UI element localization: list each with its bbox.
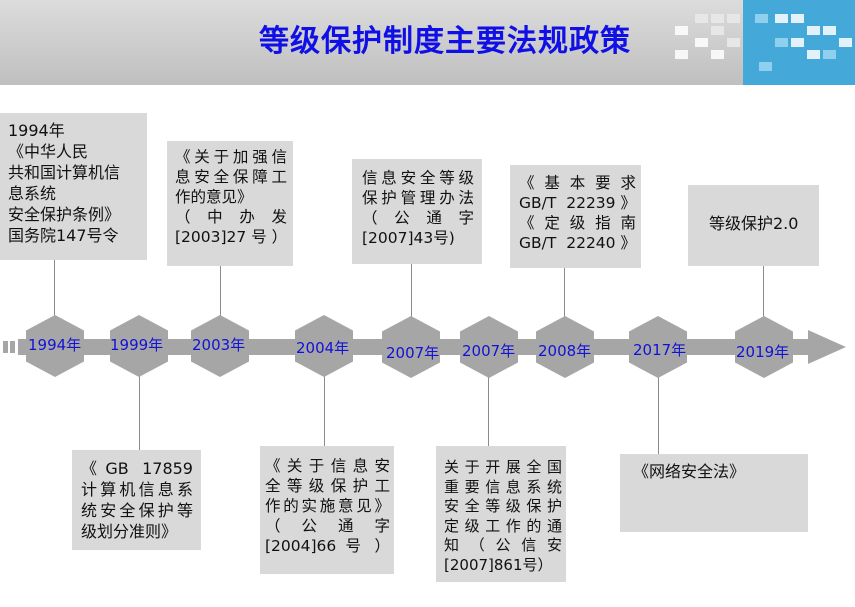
timeline-node-2008 (536, 316, 594, 378)
connector-1994 (54, 260, 55, 320)
milestone-box-1999: 《GB 17859 计算机信息系 统安全保护等 级划分准则》 (72, 450, 201, 550)
milestone-2004-line: [2004]66 号 ） (265, 537, 390, 555)
year-label-2007b: 2007年 (462, 342, 516, 360)
connector-2008 (564, 268, 565, 320)
page-title: 等级保护制度主要法规政策 (259, 24, 631, 59)
connector-1999 (139, 372, 140, 450)
timeline-node-1999 (110, 315, 168, 377)
milestone-2003-line: （ 中 办 发 (175, 208, 287, 226)
year-label-2008: 2008年 (538, 342, 592, 360)
milestone-box-2019: 等级保护2.0 (688, 185, 819, 266)
milestone-2007b-line: [2007]861号） (444, 555, 553, 574)
milestone-1994-line: 1994年 (8, 121, 65, 140)
milestone-2007b-line: 关于开展全国 (444, 458, 562, 476)
milestone-2008-line: GB/T 22240》 (519, 234, 636, 252)
timeline-node-2007b (460, 316, 518, 378)
milestone-1999-line: 统安全保护等 (81, 501, 193, 520)
connector-2017 (658, 374, 659, 454)
milestone-2003-line: 作的意见》 (175, 188, 253, 206)
timeline-node-2017 (629, 316, 687, 378)
milestone-2004-line: 作的实施意见》 (265, 497, 390, 515)
timeline-node-2003 (191, 315, 249, 377)
milestone-2019-line: 等级保护2.0 (709, 214, 799, 233)
milestone-box-2003: 《关于加强信 息安全保障工 作的意见》 （ 中 办 发 [2003]27 号 ） (167, 141, 293, 266)
header-banner: 等级保护制度主要法规政策 (0, 0, 855, 85)
milestone-box-2007a: 信息安全等级 保护管理办法 （ 公 通 字 [2007]43号) (352, 159, 482, 264)
connector-2007a (411, 264, 412, 320)
year-label-1994: 1994年 (28, 336, 82, 354)
milestone-1999-line: 级划分准则》 (81, 522, 178, 541)
milestone-2008-line: 《基本要求 (519, 174, 636, 192)
milestone-box-2017: 《网络安全法》 (620, 454, 808, 532)
timeline-node-2004 (295, 315, 353, 377)
connector-2004 (324, 374, 325, 446)
milestone-box-2007b: 关于开展全国 重要信息系统 安全等级保护 定级工作的通 知（公信安 [2007]… (436, 446, 566, 582)
milestone-2007a-line: [2007]43号) (362, 229, 455, 247)
milestone-2008-line: 《定级指南 (519, 214, 636, 232)
connector-2019 (763, 266, 764, 320)
milestone-2004-line: 全等级保护工 (265, 477, 390, 495)
milestone-1999-line: 计算机信息系 (81, 480, 193, 499)
milestone-2003-line: 《关于加强信 (175, 148, 287, 166)
connector-2003 (220, 266, 221, 318)
milestone-2007b-line: 定级工作的通 (444, 516, 562, 535)
milestone-1999-line: 《GB 17859 (81, 459, 193, 478)
milestone-2007b-line: 重要信息系统 (444, 477, 562, 496)
timeline-node-2007a (382, 316, 440, 378)
milestone-2007a-line: 保护管理办法 (362, 189, 474, 207)
milestone-1994-line: 《中华人民 (8, 142, 89, 161)
year-label-2007a: 2007年 (386, 344, 440, 362)
milestone-2004-line: 《关于信息安 (265, 457, 390, 475)
milestone-box-2004: 《关于信息安 全等级保护工 作的实施意见》 （ 公 通 字 [2004]66 号… (260, 446, 394, 574)
milestone-2003-line: 息安全保障工 (175, 168, 287, 186)
milestone-2004-line: （ 公 通 字 (265, 517, 390, 535)
milestone-2008-line: GB/T 22239》 (519, 194, 636, 212)
milestone-1994-line: 国务院147号令 (8, 226, 119, 245)
milestone-box-1994: 1994年 《中华人民 共和国计算机信 息系统 安全保护条例》 国务院147号令 (0, 113, 147, 260)
milestone-2007b-line: 安全等级保护 (444, 497, 562, 515)
year-label-2004: 2004年 (296, 339, 350, 357)
connector-2007b (488, 374, 489, 446)
timeline-node-2019 (735, 316, 793, 378)
header-decoration (655, 0, 855, 85)
year-label-2017: 2017年 (633, 341, 687, 359)
timeline-node-1994 (26, 315, 84, 377)
milestone-2007b-line: 知（公信安 (444, 536, 562, 554)
milestone-1994-line: 共和国计算机信 (8, 163, 121, 182)
milestone-1994-line: 安全保护条例》 (8, 205, 121, 224)
milestone-box-2008: 《基本要求 GB/T 22239》 《定级指南 GB/T 22240》 (510, 165, 641, 268)
milestone-2007a-line: 信息安全等级 (362, 169, 474, 187)
milestone-2007a-line: （ 公 通 字 (362, 209, 474, 227)
milestone-1994-line: 息系统 (8, 184, 57, 203)
year-label-2019: 2019年 (736, 343, 790, 361)
year-label-1999: 1999年 (110, 336, 164, 354)
milestone-2003-line: [2003]27 号 ） (175, 228, 288, 246)
milestone-2017-line: 《网络安全法》 (633, 462, 746, 481)
year-label-2003: 2003年 (192, 336, 246, 354)
